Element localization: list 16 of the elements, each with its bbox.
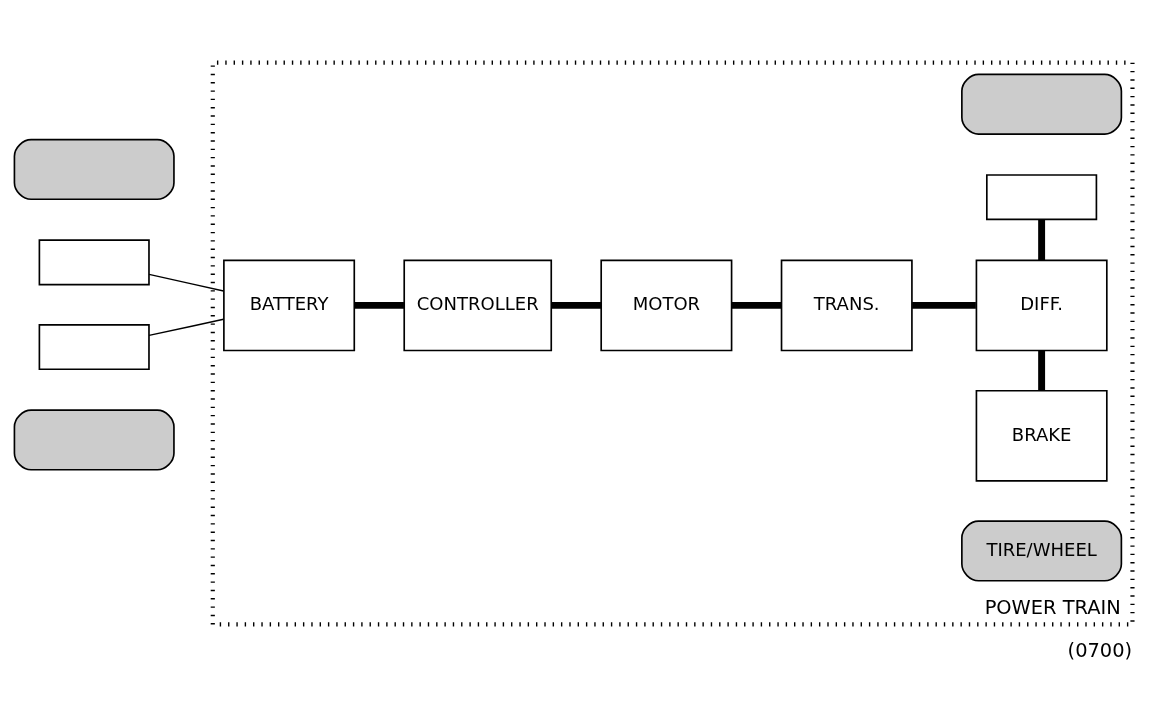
caption: (0700) <box>1067 638 1133 662</box>
node-box: DIFF. <box>975 259 1108 351</box>
node-box <box>986 173 1098 220</box>
node-box: CONTROLLER <box>403 259 553 351</box>
node-box: MOTOR <box>600 259 733 351</box>
node-wheel <box>961 73 1123 135</box>
node-box: BATTERY <box>223 259 356 351</box>
node-box <box>38 323 150 370</box>
node-wheel <box>13 408 175 471</box>
node-box <box>38 238 150 285</box>
node-box: TIRE/WHEEL <box>961 519 1123 582</box>
connector <box>731 301 782 309</box>
node-wheel <box>13 138 175 200</box>
node-box: BRAKE <box>975 389 1108 482</box>
connector <box>148 273 225 292</box>
node-box: TRANS. <box>780 259 913 351</box>
